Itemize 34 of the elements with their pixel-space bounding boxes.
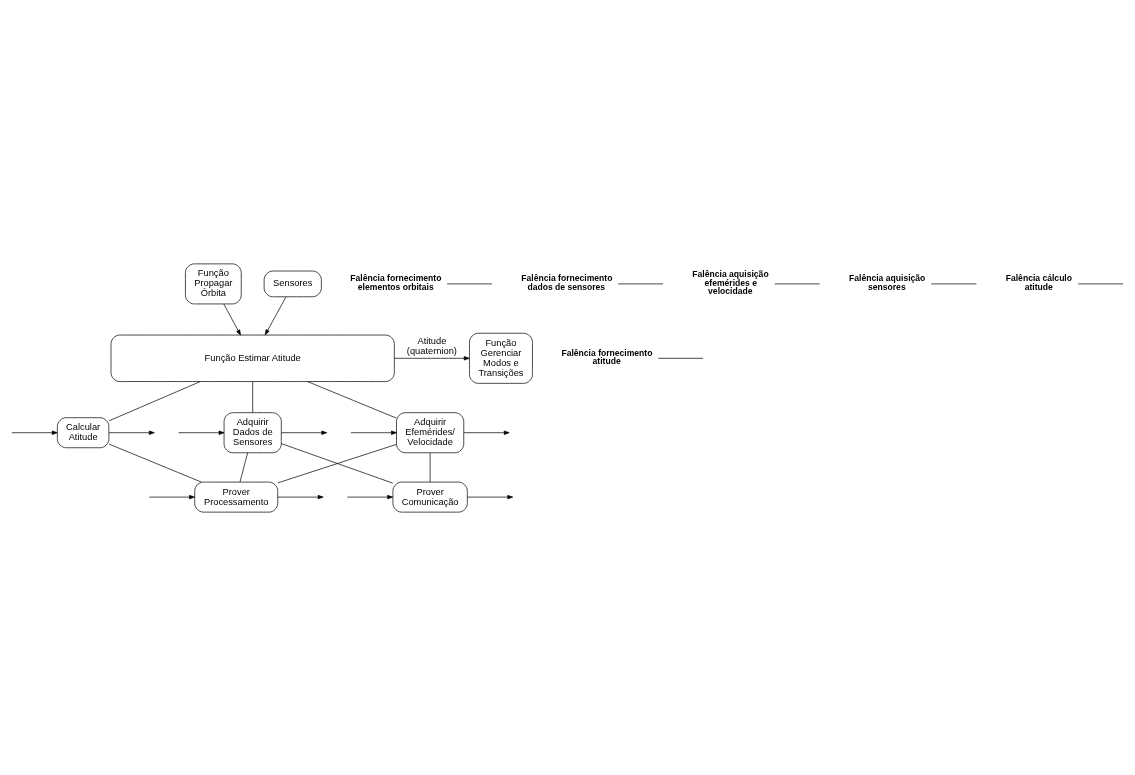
node-box: Função Gerenciar Modos e Transições — [469, 332, 533, 384]
arrow — [108, 430, 155, 435]
arrow — [223, 303, 241, 335]
arrow — [264, 296, 287, 335]
node-box: Sensores — [263, 270, 322, 297]
connector — [239, 452, 248, 482]
arrow — [350, 430, 397, 435]
node-box: Prover Comunicação — [392, 481, 468, 512]
node-text: Falência cálculo atitude — [1005, 272, 1073, 292]
node-box: Adquirir Efemérides/ Velocidade — [396, 411, 465, 453]
connector — [108, 380, 201, 421]
arrow — [347, 494, 394, 499]
arrow — [148, 494, 195, 499]
connector — [307, 380, 397, 418]
node-text: Falência aquisição efemérides e velocidade — [692, 268, 769, 296]
arrow — [463, 430, 510, 435]
arrow — [281, 430, 328, 435]
arrow — [394, 355, 470, 360]
node-box: Adquirir Dados de Sensores — [223, 411, 282, 453]
connector — [252, 380, 254, 413]
arrow — [467, 494, 514, 499]
node-box: Função Propagar Órbita — [185, 263, 242, 304]
connector — [108, 443, 202, 482]
edge-label: Atitude (quaternion) — [406, 335, 457, 356]
arrow — [178, 430, 225, 435]
node-text: Falência fornecimento elementos orbitais — [350, 272, 442, 292]
arrow — [11, 430, 58, 435]
node-box: Função Estimar Atitude — [110, 334, 395, 382]
node-text: Falência fornecimento dados de sensores — [521, 272, 613, 292]
node-text: Falência fornecimento atitude — [561, 347, 653, 366]
node-box: Calcular Atitude — [57, 416, 110, 448]
arrow — [277, 494, 324, 499]
node-box: Prover Processamento — [194, 481, 279, 512]
node-text: Falência aquisição sensores — [849, 272, 926, 292]
